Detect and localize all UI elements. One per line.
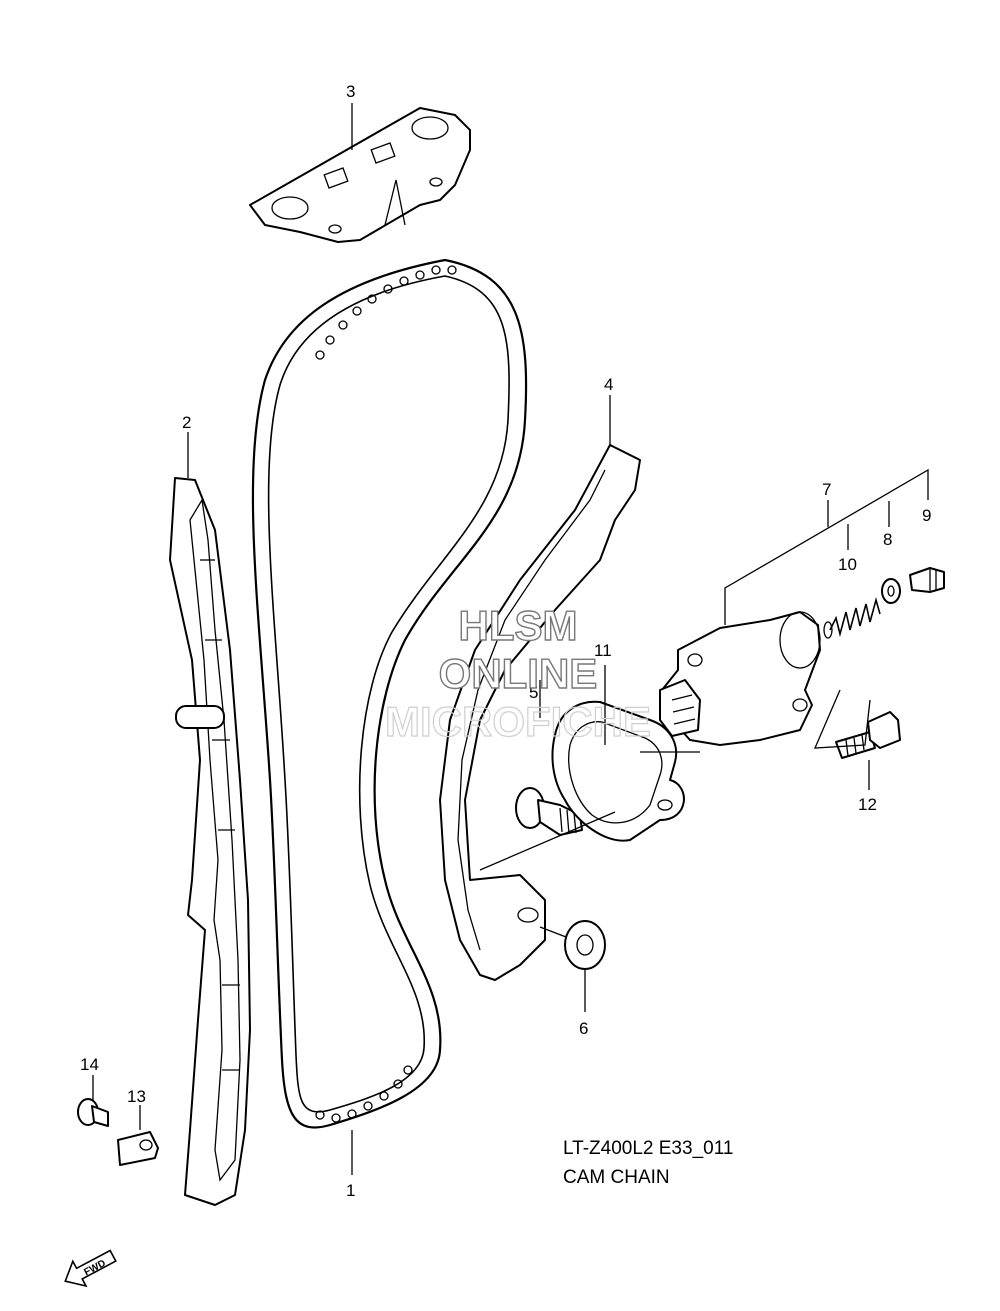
model-code: LT-Z400L2 E33_011 [563, 1138, 733, 1159]
callout-2: 2 [182, 413, 191, 432]
callout-6: 6 [579, 1019, 588, 1038]
callout-7: 7 [822, 480, 831, 499]
watermark-line-2: ONLINE [439, 650, 598, 697]
fwd-label: FWD [82, 1258, 107, 1278]
part-9-cap-bolt[interactable] [909, 567, 945, 593]
callout-13: 13 [127, 1087, 146, 1106]
callout-1: 1 [346, 1181, 355, 1200]
watermark-line-3: MICROFICHE [385, 698, 651, 745]
fwd-arrow-icon: FWD [64, 1249, 117, 1288]
part-14-screw[interactable] [77, 1098, 109, 1127]
part-11-gasket[interactable] [551, 700, 685, 842]
part-8-washer[interactable] [881, 578, 901, 604]
part-10-spring[interactable] [823, 597, 881, 639]
callout-3: 3 [346, 82, 355, 101]
part-4-tensioner-guide[interactable] [439, 444, 641, 981]
part-2-chain-guide[interactable] [169, 477, 251, 1206]
callout-5: 5 [529, 683, 538, 702]
callout-9: 9 [922, 506, 931, 525]
part-7-tensioner-body[interactable] [659, 611, 821, 746]
diagram-caption: LT-Z400L2 E33_011 CAM CHAIN [563, 1138, 733, 1188]
callout-12: 12 [858, 795, 877, 814]
diagram-title: CAM CHAIN [563, 1167, 670, 1188]
callout-8: 8 [883, 530, 892, 549]
part-6-washer[interactable] [539, 920, 606, 970]
part-5-bolt[interactable] [515, 787, 583, 836]
part-3-guide-plate[interactable] [249, 107, 471, 243]
watermark: HLSM ONLINE MICROFICHE [384, 601, 651, 745]
callout-4: 4 [604, 375, 613, 394]
callout-14: 14 [80, 1055, 99, 1074]
watermark-line-1: HLSM [459, 602, 578, 649]
callout-10: 10 [838, 555, 857, 574]
callout-numbers: 1 2 3 4 5 6 7 8 9 10 11 12 13 14 [80, 82, 931, 1200]
part-1-cam-chain[interactable] [251, 258, 528, 1129]
callout-11: 11 [594, 641, 612, 660]
leader-lines [92, 103, 929, 1175]
part-13-plate[interactable] [117, 1131, 159, 1166]
